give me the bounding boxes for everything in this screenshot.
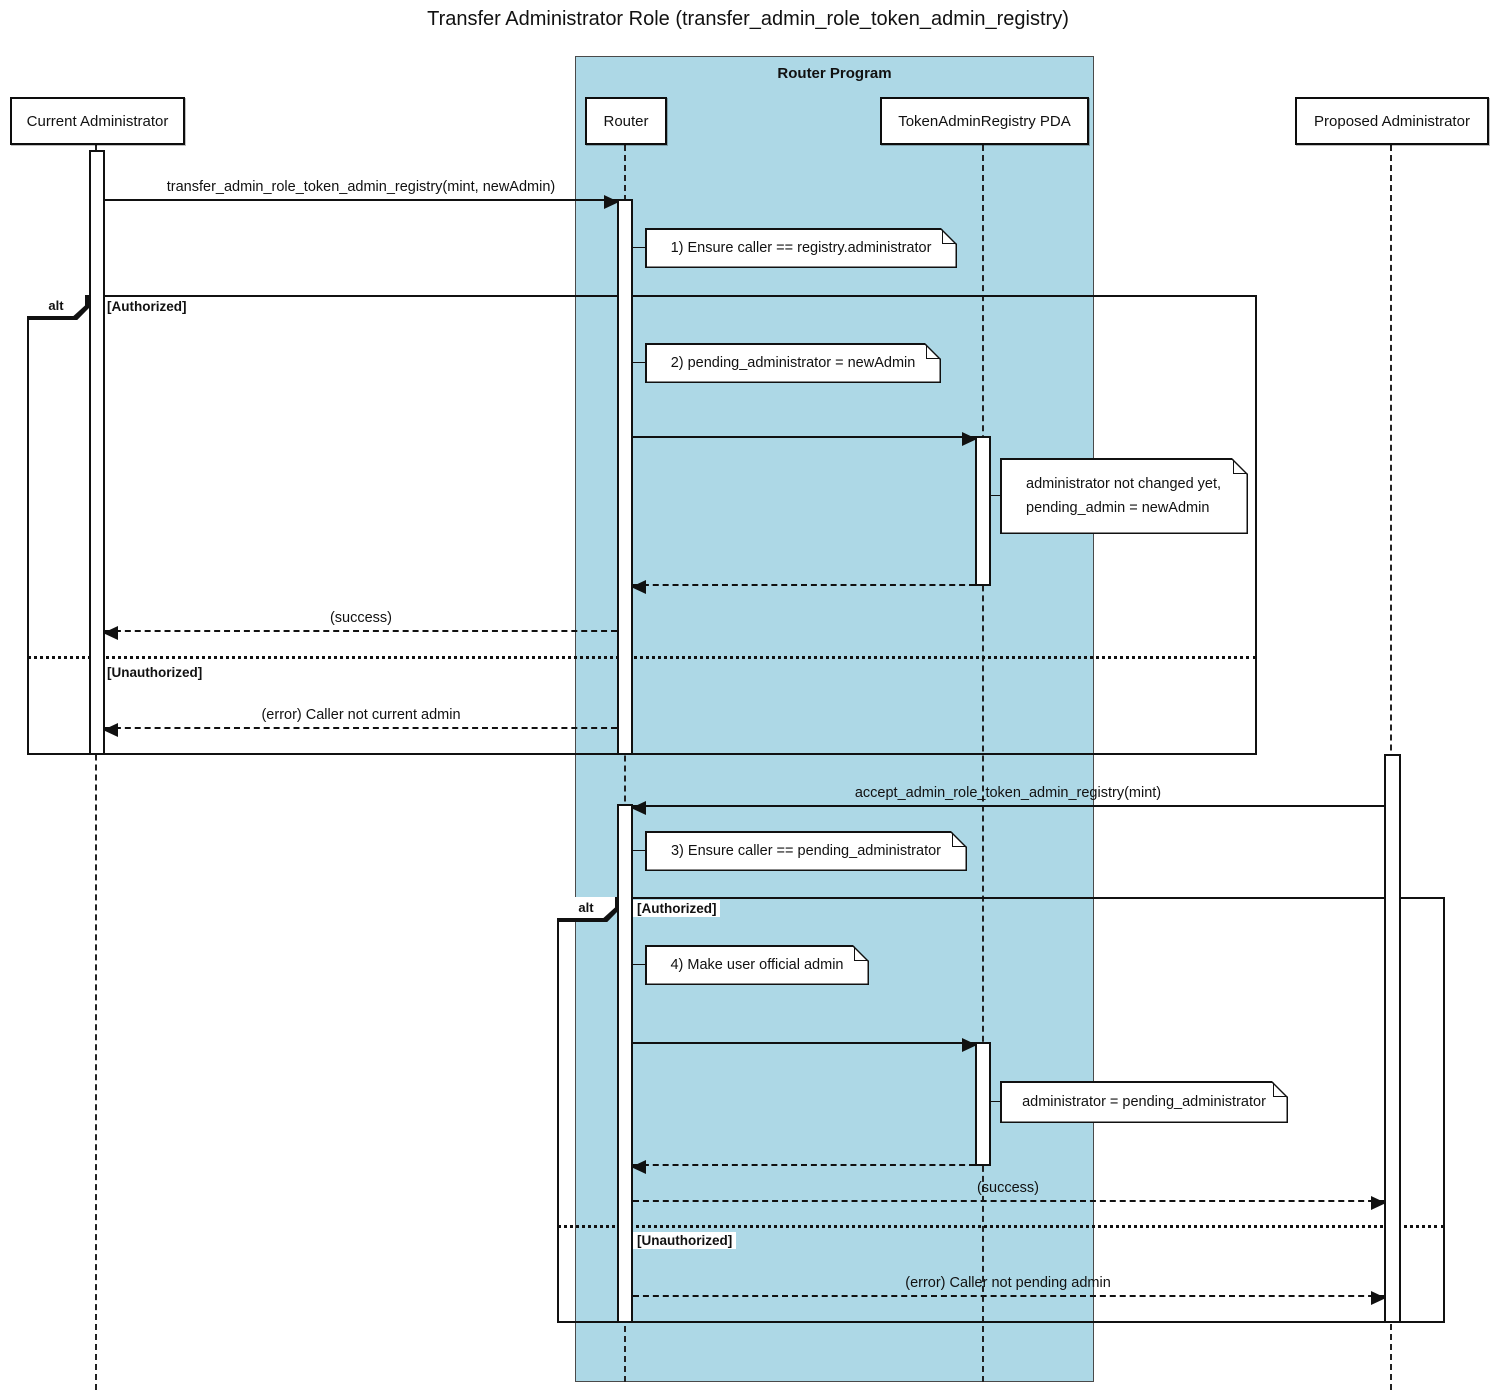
note-text: administrator not changed yet, pending_a…: [1000, 458, 1248, 534]
participant-router: Router: [585, 97, 667, 145]
participant-label: TokenAdminRegistry PDA: [898, 112, 1071, 130]
activation-pda-1: [975, 436, 991, 586]
note-pending-administrator-newadmin: 2) pending_administrator = newAdmin: [645, 343, 941, 383]
note-fold-corner-icon: [926, 343, 942, 359]
participant-label: Proposed Administrator: [1314, 112, 1470, 130]
note-connector-2: [633, 362, 645, 363]
activation-pda-2: [975, 1042, 991, 1166]
guard-unauthorized-1: [Unauthorized]: [103, 664, 207, 681]
message-label-transfer-admin-role: transfer_admin_role_token_admin_registry…: [166, 179, 556, 195]
note-text-line1: administrator not changed yet,: [1026, 476, 1222, 492]
lifeline-current-administrator: [95, 145, 97, 1390]
note-ensure-caller-registry-admin: 1) Ensure caller == registry.administrat…: [645, 228, 957, 268]
activation-router-2: [617, 804, 633, 1323]
note-fold-corner-icon: [854, 945, 870, 961]
note-fold-corner-icon: [1273, 1081, 1289, 1097]
note-fold-corner-icon: [1233, 458, 1249, 474]
note-text: administrator = pending_administrator: [1022, 1094, 1266, 1110]
note-connector-1: [633, 247, 645, 248]
message-label-success-1: (success): [329, 610, 393, 626]
message-label-accept-admin-role: accept_admin_role_token_admin_registry(m…: [854, 785, 1162, 801]
guard-authorized-1: [Authorized]: [103, 298, 191, 315]
arrowhead-left-icon: [631, 580, 646, 594]
note-make-user-official-admin: 4) Make user official admin: [645, 945, 869, 985]
participant-label: Router: [603, 112, 649, 130]
arrowhead-left-icon: [631, 1160, 646, 1174]
note-body: [647, 230, 956, 267]
note-connector-5: [633, 964, 645, 965]
note-body: [1002, 460, 1247, 533]
alt-operator-badge-1: alt: [27, 295, 89, 320]
guard-unauthorized-2: [Unauthorized]: [633, 1232, 737, 1249]
note-text: 4) Make user official admin: [670, 957, 844, 973]
note-text: 1) Ensure caller == registry.administrat…: [670, 240, 932, 256]
guard-authorized-2: [Authorized]: [633, 900, 721, 917]
arrowhead-right-icon: [962, 432, 977, 446]
message-line-pda-return-2: [631, 1160, 975, 1174]
note-body: [647, 833, 966, 870]
message-line-transfer-admin-role: [105, 195, 619, 209]
message-label-error-not-current-admin: (error) Caller not current admin: [261, 707, 461, 723]
message-line-success-2: [633, 1196, 1386, 1210]
alt-operator-label-1: alt: [27, 295, 85, 316]
activation-current-administrator: [89, 150, 105, 755]
note-text-line2: pending_admin = newAdmin: [1026, 500, 1210, 516]
note-connector-4: [633, 850, 645, 851]
participant-token-admin-registry-pda: TokenAdminRegistry PDA: [880, 97, 1089, 145]
note-fold-corner-icon: [942, 228, 958, 244]
message-label-success-2: (success): [976, 1180, 1040, 1196]
participant-label: Current Administrator: [26, 112, 169, 130]
note-ensure-caller-pending-admin: 3) Ensure caller == pending_administrato…: [645, 831, 967, 871]
note-connector-3: [991, 495, 1000, 496]
lifeline-token-admin-registry-pda: [982, 145, 984, 1382]
message-line-error-not-current-admin: [103, 723, 617, 737]
diagram-title: Transfer Administrator Role (transfer_ad…: [427, 8, 1069, 30]
arrowhead-left-icon: [103, 723, 118, 737]
router-program-label: Router Program: [777, 65, 892, 82]
router-program-container: Router Program: [575, 56, 1094, 1382]
arrowhead-right-icon: [1371, 1291, 1386, 1305]
message-label-error-not-pending-admin: (error) Caller not pending admin: [905, 1275, 1111, 1291]
note-body: [1002, 1083, 1287, 1122]
arrowhead-left-icon: [631, 801, 646, 815]
note-text: 3) Ensure caller == pending_administrato…: [670, 843, 941, 859]
alt-operator-label-2: alt: [557, 897, 615, 918]
note-connector-6: [991, 1101, 1000, 1102]
note-admin-not-changed-yet: administrator not changed yet, pending_a…: [1000, 458, 1248, 534]
alt-divider-1: [27, 656, 1257, 659]
alt-divider-2: [557, 1225, 1445, 1228]
note-administrator-equals-pending: administrator = pending_administrator: [1000, 1081, 1288, 1123]
message-line-router-to-pda-2: [633, 1038, 977, 1052]
message-line-router-to-pda-1: [633, 432, 977, 446]
message-line-error-not-pending-admin: [633, 1291, 1386, 1305]
activation-router-1: [617, 199, 633, 755]
arrowhead-left-icon: [103, 626, 118, 640]
message-line-accept-admin-role: [631, 801, 1384, 815]
arrowhead-right-icon: [604, 195, 619, 209]
participant-proposed-administrator: Proposed Administrator: [1295, 97, 1489, 145]
alt-operator-badge-2: alt: [557, 897, 619, 922]
note-text: 2) pending_administrator = newAdmin: [670, 355, 916, 371]
arrowhead-right-icon: [962, 1038, 977, 1052]
note-body: [647, 947, 868, 984]
participant-current-administrator: Current Administrator: [10, 97, 185, 145]
message-line-success-1: [103, 626, 617, 640]
note-body: [647, 345, 940, 382]
alt-frame-1: alt: [27, 295, 1257, 755]
alt-frame-2: alt: [557, 897, 1445, 1323]
activation-proposed-administrator: [1384, 754, 1401, 1323]
note-fold-corner-icon: [952, 831, 968, 847]
message-line-pda-return-1: [631, 580, 975, 594]
lifeline-router: [624, 145, 626, 1382]
arrowhead-right-icon: [1371, 1196, 1386, 1210]
